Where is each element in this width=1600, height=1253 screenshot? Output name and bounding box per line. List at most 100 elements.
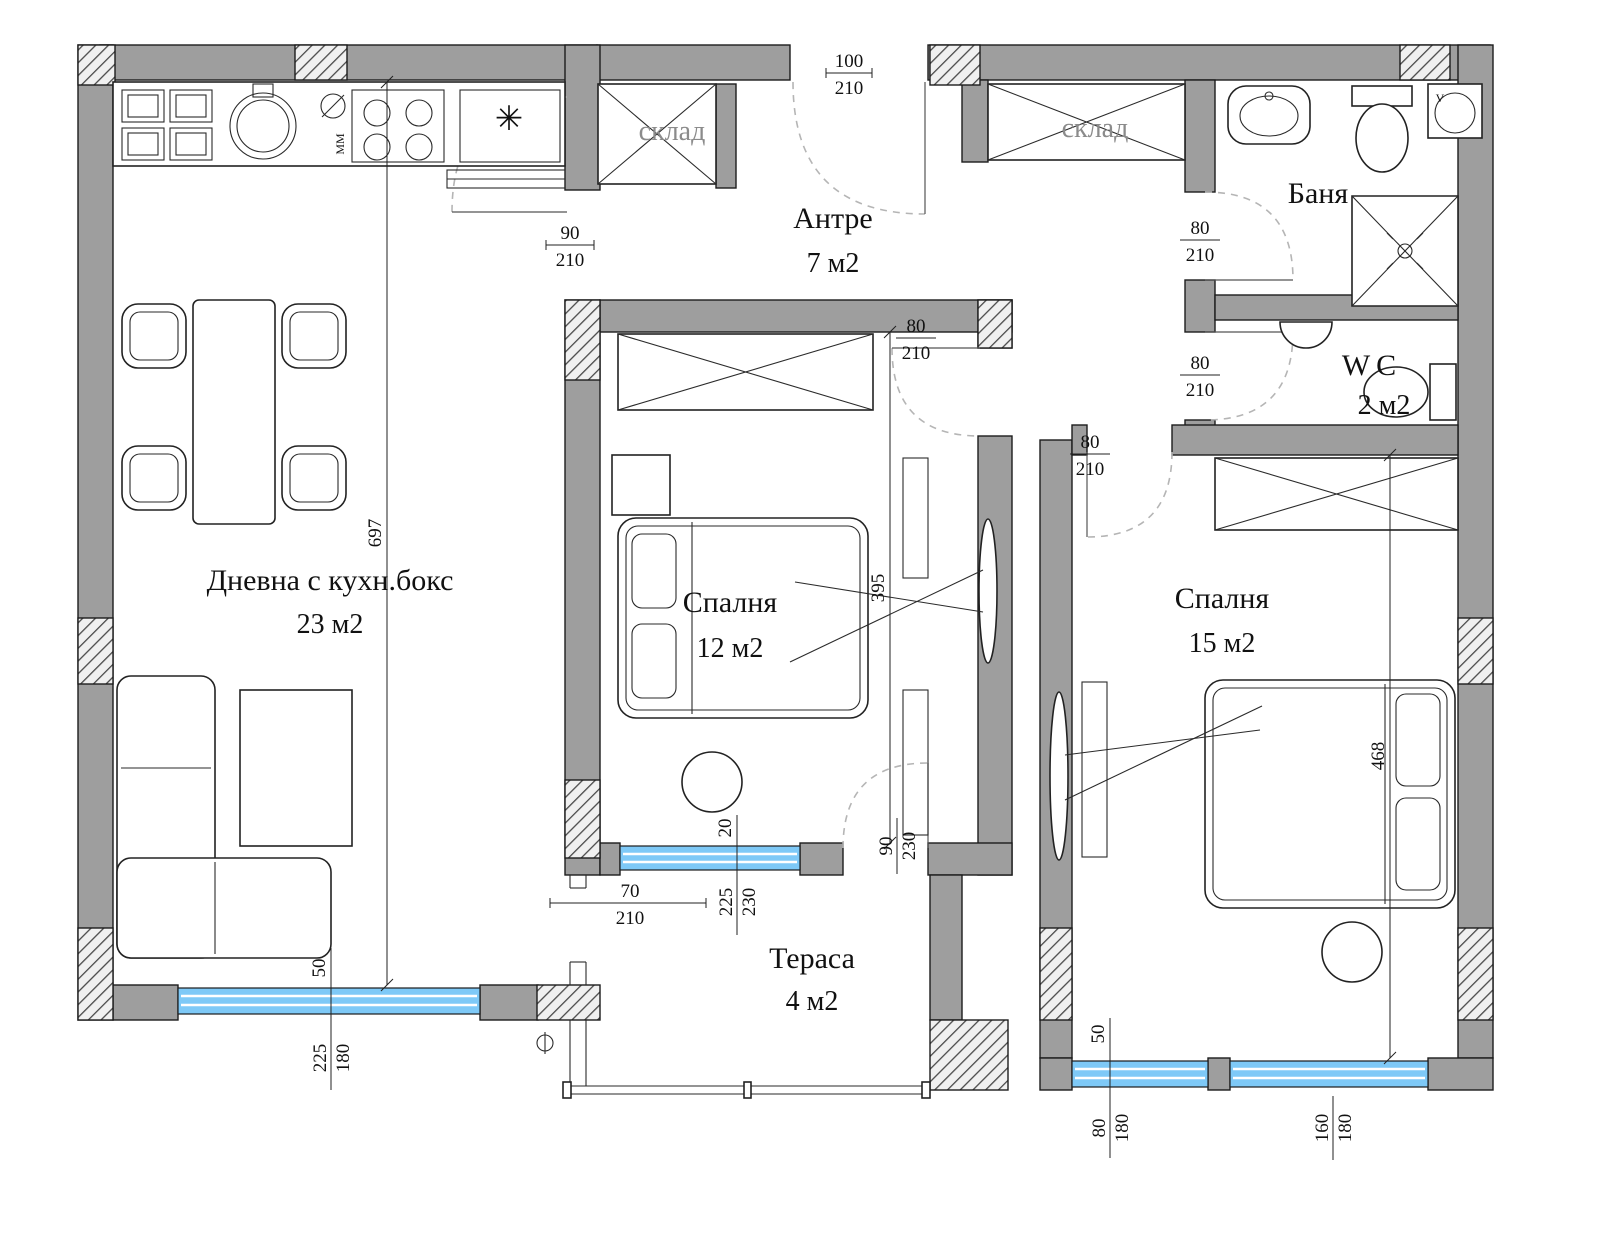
hob-symbol: ✳ — [495, 101, 524, 138]
railing-post — [743, 1081, 752, 1099]
terrace-area: 4 м2 — [786, 986, 839, 1017]
bedroom1-door-arc — [891, 347, 981, 437]
dimension-lines — [330, 68, 1397, 1160]
bedroom2-area: 15 м2 — [1189, 628, 1256, 659]
radiator — [1049, 691, 1069, 861]
living-window — [177, 987, 481, 1015]
door-swings — [451, 81, 1294, 849]
dim-living-window-den: 180 — [333, 1044, 354, 1073]
dresser — [1081, 681, 1108, 858]
side-table — [1321, 921, 1383, 983]
bath-sink — [1227, 85, 1311, 145]
railing-post — [562, 1081, 572, 1099]
bathroom-fixtures: V — [1227, 83, 1483, 307]
leader-line — [1064, 729, 1261, 756]
bedroom1-furniture — [611, 333, 998, 836]
dim-bed1-terrace-den: 230 — [899, 832, 920, 861]
kitchen-counter: ✳ MM — [112, 81, 566, 189]
bath-door-arc — [1204, 191, 1294, 281]
side-table — [681, 751, 743, 813]
living-room-name: Дневна с кухн.бокс — [207, 564, 454, 597]
storage-closets — [597, 83, 1186, 185]
right-window-large — [1229, 1060, 1429, 1088]
entry-name: Антре — [793, 202, 873, 235]
radiator — [978, 518, 998, 664]
washer-label: MM — [333, 133, 347, 155]
sofa — [116, 675, 353, 959]
wc-area: 2 м2 — [1358, 390, 1411, 421]
dim-wc-door-num: 80 — [1191, 353, 1210, 374]
bedroom2-name: Спалня — [1175, 582, 1270, 615]
hatched-wall-blocks — [77, 44, 1494, 1091]
dim-living-window-num: 225 — [310, 1044, 331, 1073]
dim-bed1-window-num: 225 — [716, 888, 737, 917]
dining-set — [121, 299, 347, 525]
dim-kitchen-door-den: 210 — [556, 250, 585, 271]
stove — [351, 89, 445, 163]
wardrobe — [1214, 457, 1459, 531]
wc-toilet — [1363, 363, 1457, 421]
entry-area: 7 м2 — [807, 248, 860, 279]
pillow — [1395, 693, 1441, 787]
leader-line — [789, 569, 984, 663]
coffee-table — [239, 689, 353, 847]
storage-right-label: склад — [1062, 113, 1129, 144]
walls — [77, 44, 1494, 1091]
dim-bed1-terrace-num: 90 — [876, 837, 897, 856]
dim-parapet-right: 50 — [1088, 1025, 1109, 1044]
dim-right-small-window-den: 180 — [1112, 1114, 1133, 1143]
shower-head — [1397, 243, 1413, 259]
wc-sink — [1279, 321, 1333, 349]
dim-entry-door-num: 100 — [835, 51, 864, 72]
dim-bedroom1-length: 395 — [868, 574, 889, 603]
dim-bath-door-num: 80 — [1191, 218, 1210, 239]
storage-right-box — [987, 83, 1186, 161]
right-window-small — [1071, 1060, 1209, 1088]
terrace-structure — [536, 875, 931, 1099]
dresser — [902, 457, 929, 579]
terrace-name: Тераса — [769, 942, 855, 975]
bedroom2-furniture — [1049, 457, 1459, 983]
living-room-area: 23 м2 — [297, 609, 364, 640]
dim-terrace-door-den: 210 — [616, 908, 645, 929]
bath-name: Баня — [1288, 177, 1349, 210]
nightstand — [611, 454, 671, 516]
chair — [281, 445, 347, 511]
bedroom1-name: Спалня — [683, 586, 778, 619]
leader-line — [794, 581, 984, 613]
dim-kitchen-door-num: 90 — [561, 223, 580, 244]
dim-bedroom2-length: 468 — [1368, 742, 1389, 771]
bed — [617, 517, 869, 719]
dim-wall-segment: 20 — [715, 819, 736, 838]
dim-bed1-window-den: 230 — [739, 888, 760, 917]
dim-bedroom2-door-den: 210 — [1076, 459, 1105, 480]
wc-fixtures — [1279, 321, 1457, 421]
dim-right-large-window-den: 180 — [1335, 1114, 1356, 1143]
chair — [121, 445, 187, 511]
dresser — [902, 689, 929, 836]
water-heater: V — [1427, 83, 1483, 139]
dim-wc-door-den: 210 — [1186, 380, 1215, 401]
pillow — [631, 533, 677, 609]
dim-living-length: 697 — [365, 519, 386, 548]
dim-bath-door-den: 210 — [1186, 245, 1215, 266]
dim-right-large-window-num: 160 — [1312, 1114, 1333, 1143]
kitchen-sink — [229, 92, 297, 160]
pillow — [1395, 797, 1441, 891]
dim-entry-door-den: 210 — [835, 78, 864, 99]
entry-door-arc — [792, 81, 926, 215]
dim-parapet-left: 50 — [309, 959, 330, 978]
dim-bedroom2-door-num: 80 — [1081, 432, 1100, 453]
boiler-label: V — [1436, 91, 1445, 105]
windows — [177, 845, 1429, 1088]
storage-left-box — [597, 83, 717, 185]
bedroom1-window — [619, 845, 801, 871]
dim-terrace-door-num: 70 — [621, 881, 640, 902]
sink-tap — [252, 83, 274, 98]
dining-table — [192, 299, 276, 525]
chair — [281, 303, 347, 369]
kitchen-unit — [459, 89, 561, 163]
railing-post — [921, 1081, 931, 1099]
